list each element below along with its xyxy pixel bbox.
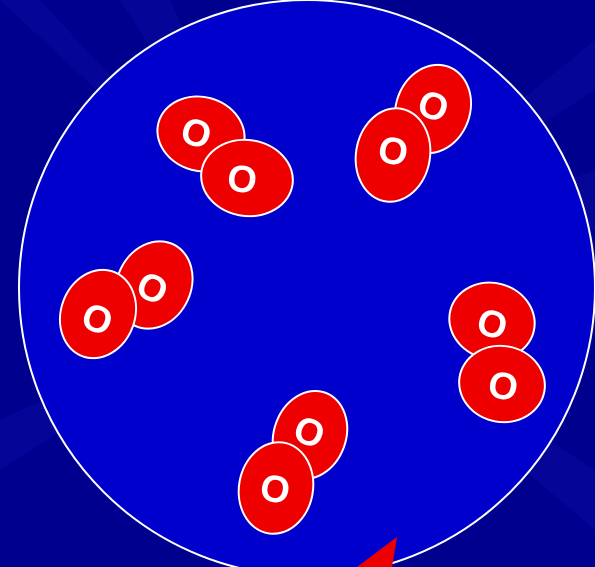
oxygen-atom-label: O [224,157,259,203]
